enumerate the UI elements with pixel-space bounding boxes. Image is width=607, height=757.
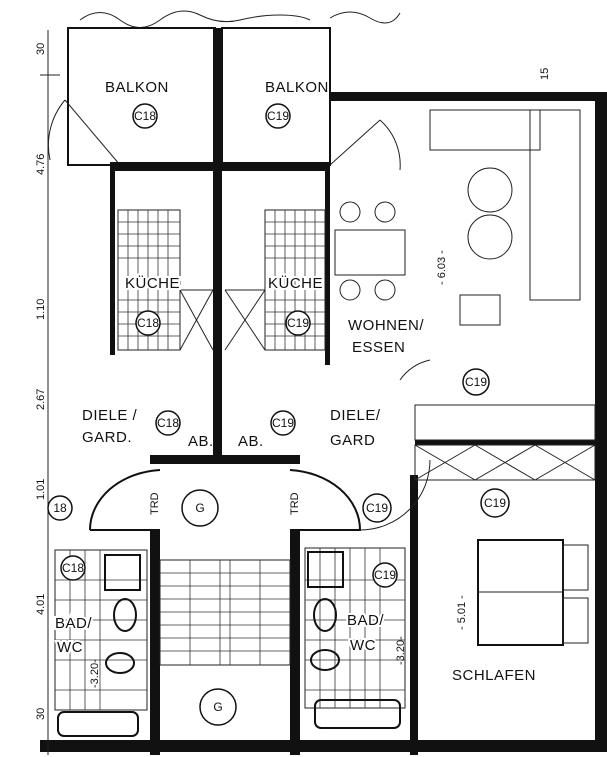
unit-marker [60, 555, 86, 581]
svg-text:1.10: 1.10 [35, 299, 47, 320]
unit-marker-text: C19 [366, 501, 388, 515]
unit-marker-text: C18 [62, 561, 84, 575]
wall [410, 475, 418, 755]
wall [325, 165, 330, 365]
unit-marker-text: C19 [272, 416, 294, 430]
unit-marker-text: C18 [134, 109, 156, 123]
unit-marker-text: C19 [374, 568, 396, 582]
svg-text:2.67: 2.67 [35, 389, 47, 410]
wall [330, 92, 607, 101]
unit-marker [372, 562, 398, 588]
wall [213, 28, 222, 458]
door-label-trd-left: TRD [149, 492, 161, 515]
wardrobe [414, 404, 596, 481]
room-label-schlafen: SCHLAFEN [452, 667, 536, 684]
wall [150, 455, 300, 464]
room-label-kueche-left: KÜCHE [125, 274, 180, 292]
svg-text:30: 30 [35, 43, 47, 55]
unit-marker-text: G [213, 700, 222, 714]
svg-text:30: 30 [35, 708, 47, 720]
wall [290, 530, 300, 755]
unit-marker [480, 488, 510, 518]
unit-marker-text: 18 [53, 501, 67, 515]
landing-doors [88, 469, 362, 531]
dimension-top-right: 15 [539, 68, 551, 80]
coffee-table [467, 167, 513, 260]
dining-table [334, 201, 406, 301]
wall [40, 740, 607, 752]
unit-marker [181, 489, 219, 527]
unit-marker [132, 103, 158, 129]
unit-marker [155, 410, 181, 436]
room-label-balkon-right: BALKON [265, 79, 329, 96]
unit-marker-text: C19 [465, 375, 487, 389]
bathroom-left-fixtures [54, 549, 148, 737]
balcony-right [221, 27, 331, 166]
unit-marker-text: C18 [137, 316, 159, 330]
staircase [159, 559, 291, 666]
left-dimensions: 30 4.76 1.10 2.67 1.01 4.01 30 [35, 43, 47, 720]
door-label-trd-right: TRD [289, 492, 301, 515]
room-label-wc-right: WC [350, 637, 376, 654]
unit-marker [285, 310, 311, 336]
dimension-bad-left: -3.20- [89, 659, 101, 688]
unit-marker [135, 310, 161, 336]
room-label-ab-right: AB. [238, 433, 264, 450]
wall [415, 440, 595, 445]
room-label-essen: ESSEN [352, 339, 405, 356]
unit-marker-text: G [195, 501, 204, 515]
wall [150, 530, 160, 755]
armchair [459, 294, 501, 326]
unit-marker-text: C19 [287, 316, 309, 330]
unit-marker [47, 495, 73, 521]
room-label-diele-left: DIELE / [82, 407, 138, 424]
room-label-bad-right: BAD/ [347, 612, 384, 629]
door-swing [359, 359, 431, 531]
kitchen-right-tiles [224, 209, 326, 351]
unit-marker [199, 688, 237, 726]
door-swing [47, 99, 121, 166]
svg-text:4.76: 4.76 [35, 154, 47, 175]
unit-marker-text: C18 [157, 416, 179, 430]
room-label-wohnen: WOHNEN/ [348, 317, 424, 334]
door-swing [329, 119, 401, 171]
dimension-line [40, 30, 60, 755]
balcony-left [67, 27, 216, 166]
unit-marker [270, 410, 296, 436]
double-bed [477, 539, 589, 646]
unit-marker-text: C19 [267, 109, 289, 123]
unit-marker [462, 368, 490, 396]
room-label-gard-right: GARD [330, 432, 375, 449]
dimension-bad-right: -3.20- [395, 636, 407, 665]
sofa [429, 109, 581, 301]
unit-marker-text: C19 [484, 496, 506, 510]
wall [110, 165, 115, 355]
unit-marker [265, 103, 291, 129]
room-label-ab-left: AB. [188, 433, 214, 450]
bathroom-right-fixtures [304, 547, 406, 729]
svg-text:1.01: 1.01 [35, 479, 47, 500]
dimension-wohnen: - 6.03 - [436, 250, 448, 285]
plants-sketch [79, 10, 401, 28]
room-label-diele-right: DIELE/ [330, 407, 381, 424]
room-label-bad-left: BAD/ [55, 615, 92, 632]
room-label-kueche-right: KÜCHE [268, 274, 323, 292]
room-label-gard-left: GARD. [82, 429, 132, 446]
unit-marker [362, 493, 392, 523]
room-label-balkon-left: BALKON [105, 79, 169, 96]
room-label-wc-left: WC [57, 639, 83, 656]
wall [595, 92, 607, 752]
dimension-schlafen: - 5.01 - [456, 595, 468, 630]
svg-text:4.01: 4.01 [35, 594, 47, 615]
